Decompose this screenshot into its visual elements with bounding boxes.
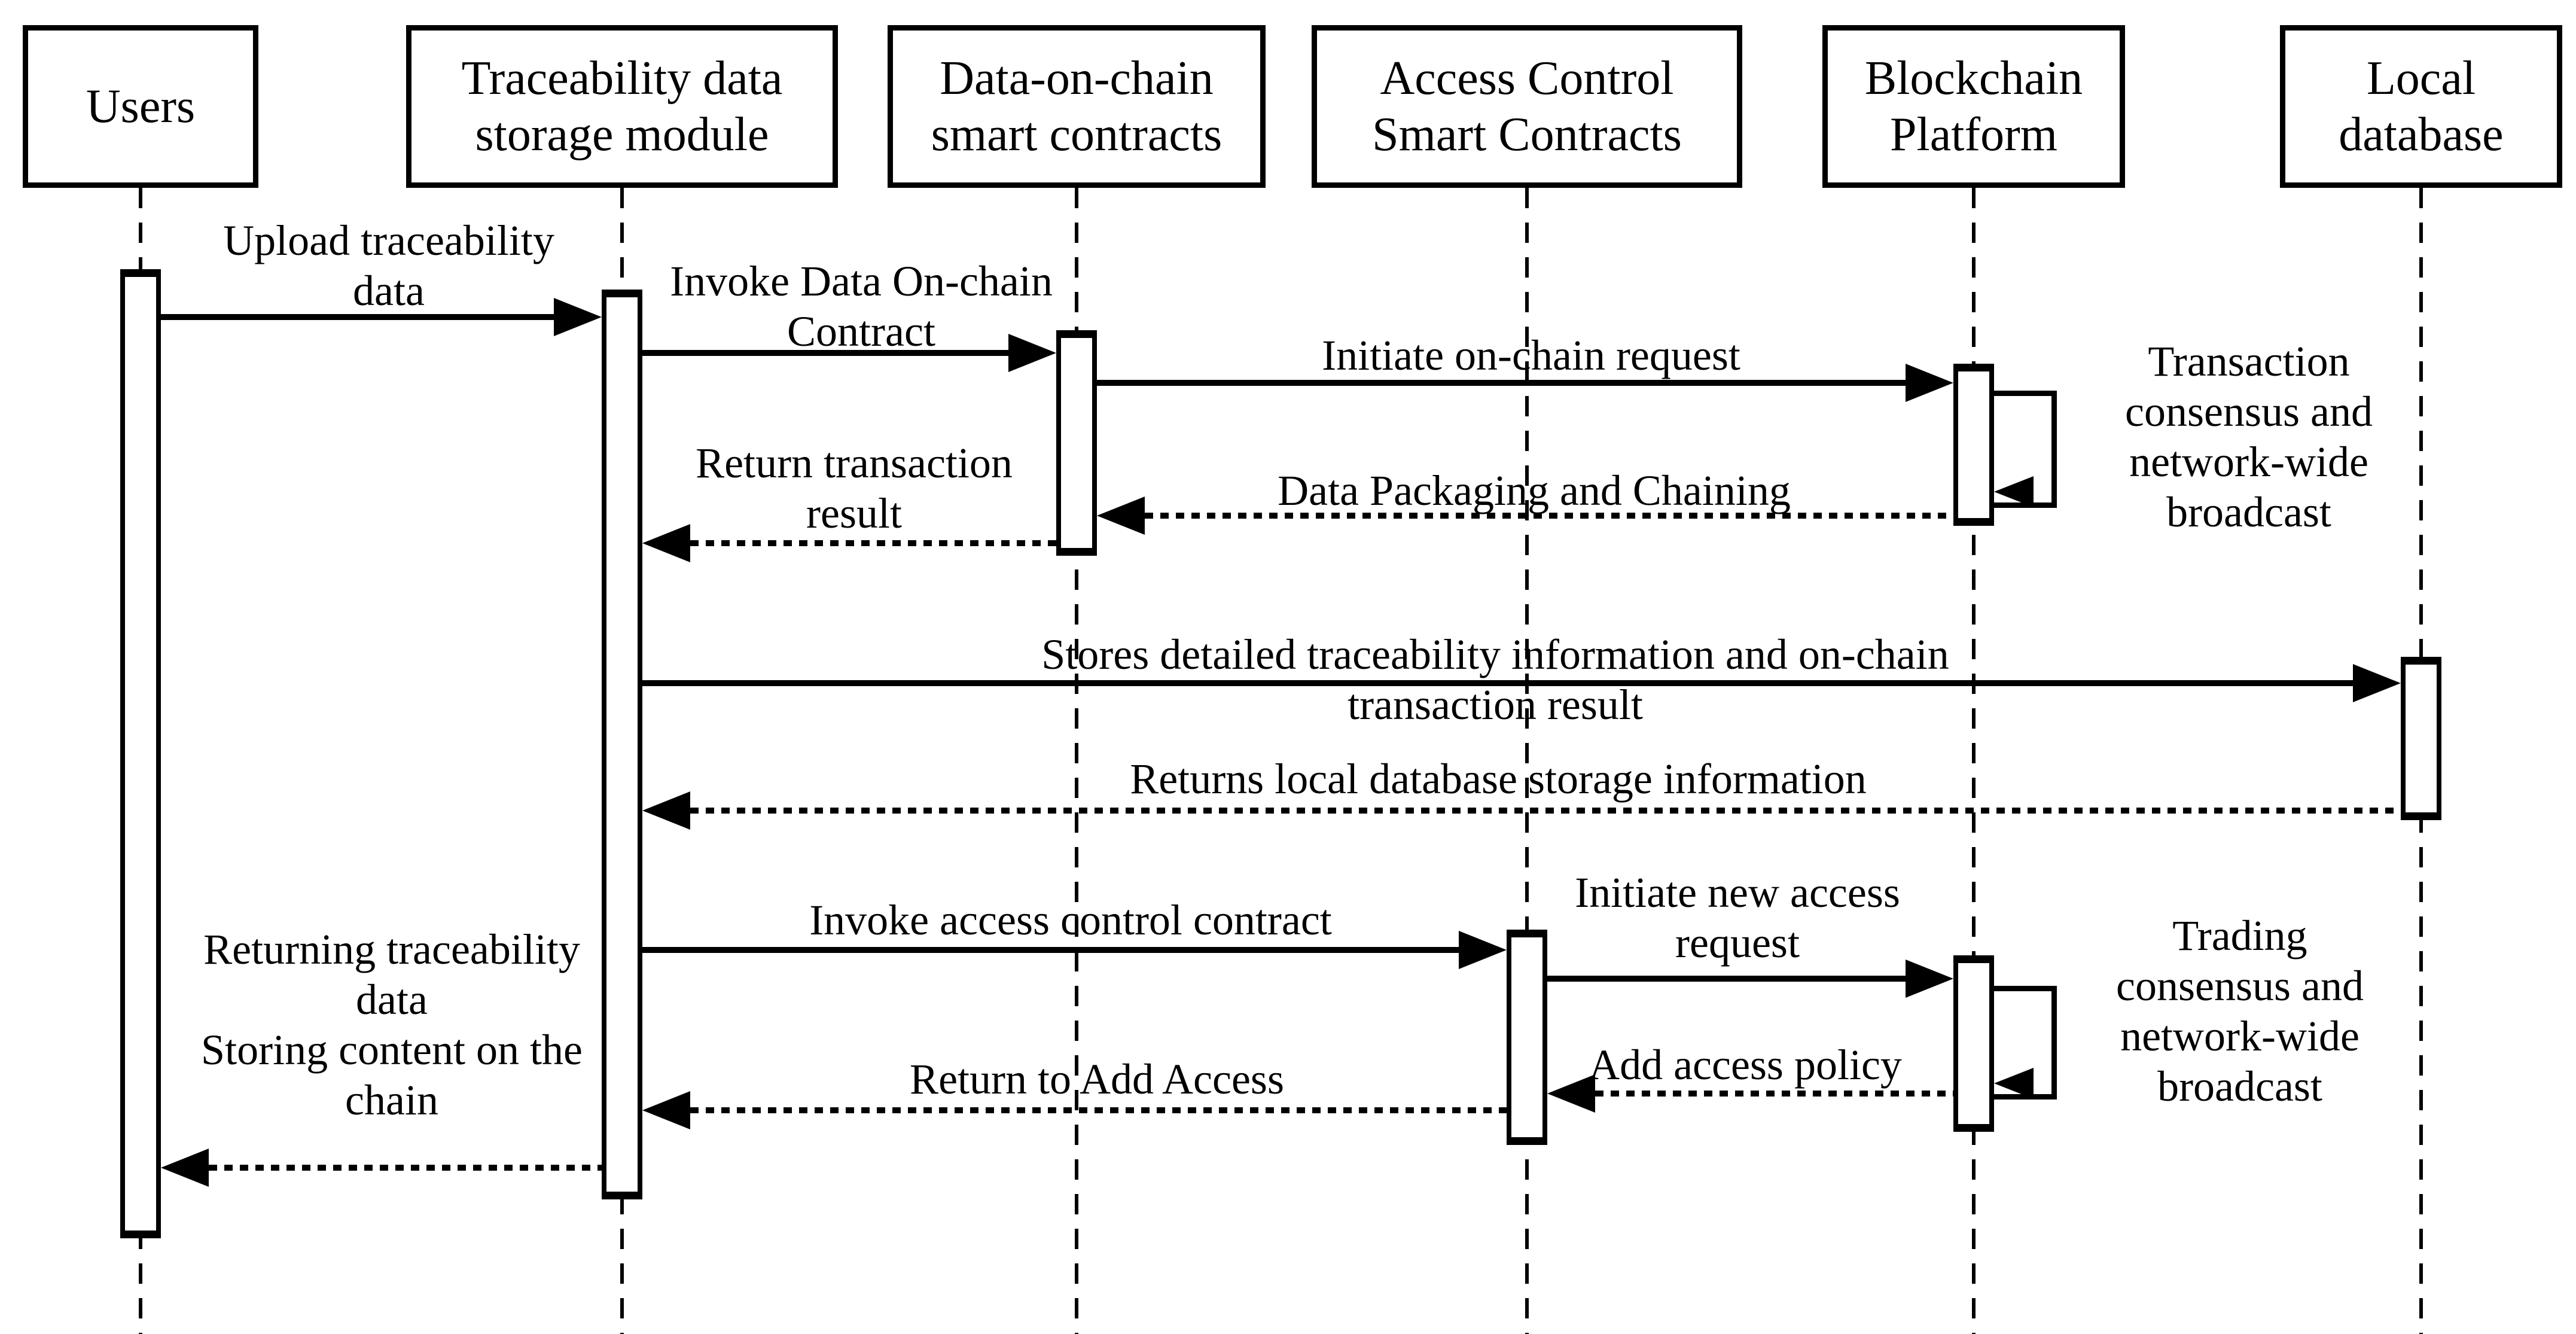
- arrowhead-left-icon: [642, 1091, 690, 1129]
- activation-users: [120, 269, 161, 1238]
- arrow-line-dashed: [209, 1165, 602, 1171]
- arrowhead-right-icon: [1459, 931, 1507, 969]
- lifeline-data-on-chain-contracts: [1075, 188, 1078, 1334]
- activation-blockchain-platform-2: [1953, 955, 1994, 1132]
- activation-data-on-chain-contracts: [1056, 330, 1097, 556]
- message-label: Add access policy: [1589, 1041, 1902, 1089]
- arrow-line: [642, 350, 1010, 356]
- arrow-line: [1547, 976, 1907, 982]
- arrowhead-left-icon: [1547, 1074, 1595, 1113]
- message-label: Initiate new access request: [1575, 869, 1900, 967]
- arrowhead-left-icon: [642, 524, 690, 562]
- arrowhead-right-icon: [1906, 364, 1953, 402]
- message-label: Return to Add Access: [910, 1055, 1284, 1103]
- arrow-line: [642, 680, 2355, 686]
- lifeline-blockchain-platform: [1972, 188, 1976, 1334]
- message-label: Trading consensus and network-wide broad…: [2116, 912, 2364, 1110]
- activation-access-control-contracts: [1507, 930, 1547, 1145]
- actor-box-users: Users: [23, 25, 258, 188]
- arrowhead-right-icon: [2353, 664, 2401, 702]
- actor-box-blockchain-platform: Blockchain Platform: [1822, 25, 2125, 188]
- arrow-line-dashed: [690, 1107, 1507, 1113]
- arrow-line: [642, 947, 1461, 953]
- activation-blockchain-platform-1: [1953, 364, 1994, 526]
- activation-traceability-module: [602, 290, 642, 1199]
- arrowhead-left-icon: [1097, 497, 1145, 535]
- lifeline-access-control-contracts: [1525, 188, 1529, 1334]
- arrow-line-dashed: [690, 808, 2401, 814]
- message-label: Returning traceability data Storing cont…: [201, 925, 583, 1124]
- message-label: Invoke access control contract: [809, 896, 1332, 944]
- arrowhead-left-icon: [1994, 476, 2034, 507]
- arrowhead-right-icon: [554, 298, 602, 336]
- arrowhead-left-icon: [1994, 1068, 2034, 1099]
- arrowhead-left-icon: [161, 1149, 209, 1187]
- actor-box-data-on-chain-contracts: Data-on-chain smart contracts: [888, 25, 1266, 188]
- message-label: Upload traceability data: [223, 217, 554, 315]
- arrow-line-dashed: [690, 540, 1056, 546]
- message-label: Data Packaging and Chaining: [1278, 467, 1791, 514]
- arrowhead-left-icon: [642, 791, 690, 830]
- message-label: Returns local database storage informati…: [1130, 755, 1867, 803]
- arrow-line-dashed: [1145, 513, 1953, 519]
- arrow-line: [1097, 380, 1907, 386]
- actor-box-local-database: Local database: [2280, 25, 2562, 188]
- message-label: Stores detailed traceability information…: [1041, 631, 1949, 729]
- message-label: Initiate on-chain request: [1322, 331, 1740, 379]
- message-label: Transaction consensus and network-wide b…: [2125, 337, 2373, 536]
- message-label: Return transaction result: [696, 439, 1013, 537]
- actor-box-access-control-contracts: Access Control Smart Contracts: [1312, 25, 1742, 188]
- activation-local-database: [2401, 657, 2441, 820]
- arrowhead-right-icon: [1906, 960, 1953, 998]
- arrow-line-dashed: [1595, 1091, 1953, 1097]
- arrowhead-right-icon: [1008, 334, 1056, 372]
- actor-box-traceability-module: Traceability data storage module: [406, 25, 838, 188]
- arrow-line: [161, 314, 556, 320]
- message-label: Invoke Data On-chain Contract: [670, 257, 1053, 355]
